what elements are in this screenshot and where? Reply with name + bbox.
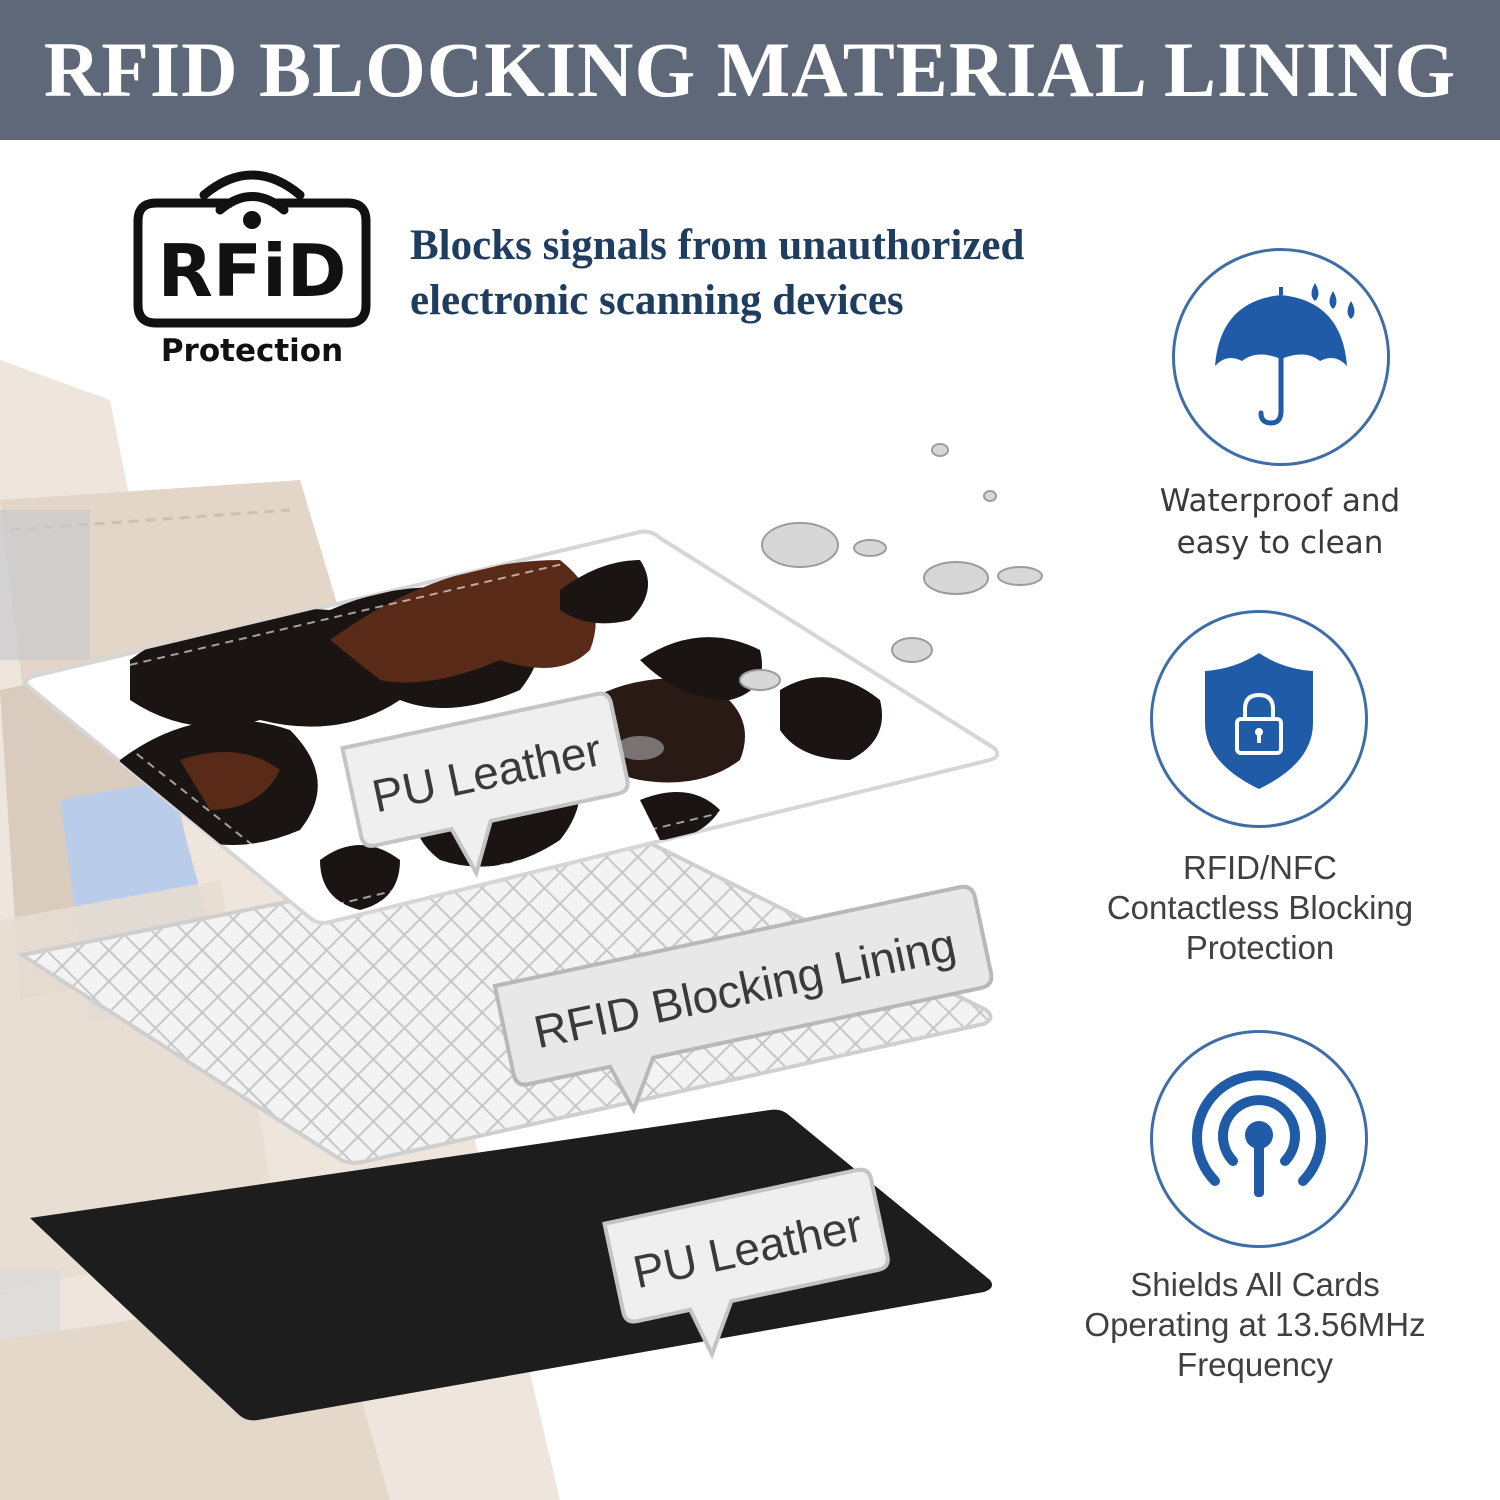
tagline-line-1: Blocks signals from unauthorized xyxy=(410,222,1025,269)
callout-pu-leather-bottom: PU Leather xyxy=(602,1167,890,1360)
feature-frequency-line-3: Frequency xyxy=(1177,1346,1333,1383)
feature-waterproof-text: Waterproof and easy to clean xyxy=(1110,480,1450,564)
tagline-line-2: electronic scanning devices xyxy=(410,277,904,324)
logo-sub-text: Protection xyxy=(160,333,344,369)
tagline: Blocks signals from unauthorized electro… xyxy=(410,218,1150,328)
logo-main-text: RFiD xyxy=(157,229,346,313)
callout-pu-leather-top: PU Leather xyxy=(340,691,630,879)
wifi-signal-icon: RFiD xyxy=(133,170,371,328)
feature-waterproof-line-2: easy to clean xyxy=(1176,525,1384,561)
feature-waterproof-circle xyxy=(1172,248,1390,466)
page-title: RFID BLOCKING MATERIAL LINING xyxy=(43,26,1457,113)
feature-rfid-nfc-text: RFID/NFC Contactless Blocking Protection xyxy=(1060,848,1460,968)
material-layers: PU Leather RFID Blocking Lining PU Leath… xyxy=(16,443,1043,1421)
feature-rfid-nfc-line-2: Contactless Blocking xyxy=(1106,889,1414,926)
umbrella-icon xyxy=(1215,283,1355,426)
water-droplets xyxy=(739,443,1043,691)
feature-waterproof-line-1: Waterproof and xyxy=(1159,483,1401,519)
header-banner: RFID BLOCKING MATERIAL LINING xyxy=(0,0,1500,140)
feature-rfid-nfc-line-3: Protection xyxy=(1185,929,1335,966)
signal-antenna-icon xyxy=(1192,1070,1326,1197)
feature-frequency-line-2: Operating at 13.56MHz xyxy=(1084,1306,1426,1343)
feature-frequency-text: Shields All Cards Operating at 13.56MHz … xyxy=(1050,1265,1460,1385)
feature-frequency-line-1: Shields All Cards xyxy=(1130,1266,1380,1303)
feature-frequency-circle xyxy=(1150,1030,1368,1248)
rfid-protection-logo: RFiD Protection xyxy=(132,165,372,375)
feature-rfid-nfc-line-1: RFID/NFC xyxy=(1183,849,1337,886)
shield-lock-icon xyxy=(1205,653,1313,789)
feature-rfid-nfc-circle xyxy=(1150,610,1368,828)
layer-pu-leather-bottom xyxy=(30,1109,992,1421)
